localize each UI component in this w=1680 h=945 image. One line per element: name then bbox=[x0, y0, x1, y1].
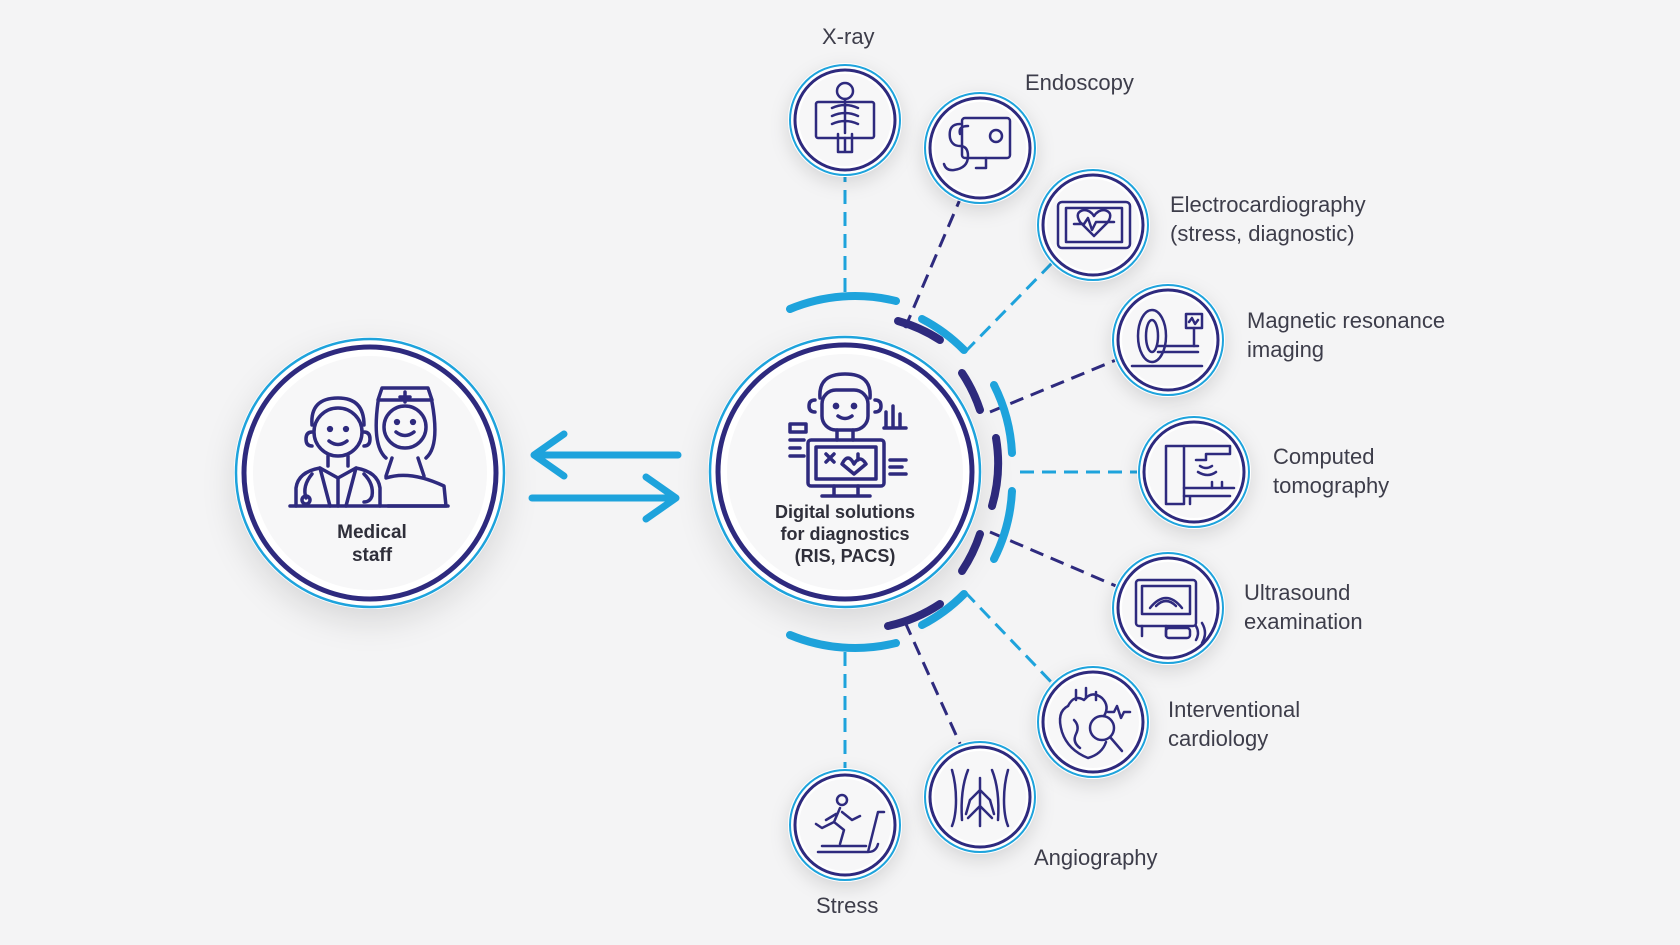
label-ct-line1: Computed bbox=[1273, 442, 1389, 471]
modality-node-stress bbox=[788, 768, 902, 882]
label-endoscopy: Endoscopy bbox=[1025, 68, 1134, 97]
label-stress-line1: Stress bbox=[816, 891, 878, 920]
connector-ecg bbox=[965, 260, 1055, 352]
modality-node-xray bbox=[788, 63, 902, 177]
label-xray: X-ray bbox=[822, 22, 875, 51]
label-ultrasound-line2: examination bbox=[1244, 607, 1363, 636]
modality-node-endoscopy bbox=[923, 91, 1037, 205]
connector-ultrasound bbox=[990, 532, 1116, 586]
label-mri-line2: imaging bbox=[1247, 335, 1445, 364]
bidirectional-arrows-icon bbox=[532, 434, 678, 519]
label-angiography-line1: Angiography bbox=[1034, 843, 1158, 872]
modality-node-angiography bbox=[923, 740, 1037, 854]
modality-node-mri bbox=[1111, 283, 1225, 397]
orbit-arc-navy-right-mid bbox=[992, 438, 998, 506]
modality-node-ct bbox=[1137, 415, 1251, 529]
orbit-arc-outer-bottom bbox=[790, 635, 896, 648]
label-ultrasound-line1: Ultrasound bbox=[1244, 578, 1363, 607]
label-ecg: Electrocardiography (stress, diagnostic) bbox=[1170, 190, 1366, 248]
label-ct-line2: tomography bbox=[1273, 471, 1389, 500]
connector-cardiology bbox=[965, 592, 1055, 686]
label-cardiology-line1: Interventional bbox=[1168, 695, 1300, 724]
label-mri: Magnetic resonance imaging bbox=[1247, 306, 1445, 364]
label-ecg-line2: (stress, diagnostic) bbox=[1170, 219, 1366, 248]
label-ultrasound: Ultrasound examination bbox=[1244, 578, 1363, 636]
label-xray-line1: X-ray bbox=[822, 22, 875, 51]
medical-staff-node: Medical staff bbox=[234, 337, 506, 609]
medical-staff-label-line2: staff bbox=[352, 545, 393, 566]
connector-endoscopy bbox=[905, 197, 961, 328]
hub-label-line2: for diagnostics bbox=[780, 524, 909, 544]
modality-node-ecg bbox=[1036, 168, 1150, 282]
label-stress: Stress bbox=[816, 891, 878, 920]
label-ct: Computed tomography bbox=[1273, 442, 1389, 500]
orbit-arc-outer-top bbox=[790, 296, 896, 309]
medical-staff-label-line1: Medical bbox=[337, 522, 407, 543]
label-ecg-line1: Electrocardiography bbox=[1170, 190, 1366, 219]
orbit-arc-navy-right2 bbox=[962, 534, 980, 571]
label-endoscopy-line1: Endoscopy bbox=[1025, 68, 1134, 97]
connector-mri bbox=[990, 360, 1116, 412]
label-angiography: Angiography bbox=[1034, 843, 1158, 872]
modality-node-ultrasound bbox=[1111, 551, 1225, 665]
connector-angiography bbox=[905, 622, 961, 746]
label-mri-line1: Magnetic resonance bbox=[1247, 306, 1445, 335]
orbit-arc-navy-right1 bbox=[962, 373, 980, 410]
label-cardiology-line2: cardiology bbox=[1168, 724, 1300, 753]
modality-node-cardiology bbox=[1036, 665, 1150, 779]
label-cardiology: Interventional cardiology bbox=[1168, 695, 1300, 753]
hub-label-line1: Digital solutions bbox=[775, 502, 915, 522]
hub-node: Digital solutions for diagnostics (RIS, … bbox=[708, 335, 982, 609]
hub-label-line3: (RIS, PACS) bbox=[795, 546, 896, 566]
